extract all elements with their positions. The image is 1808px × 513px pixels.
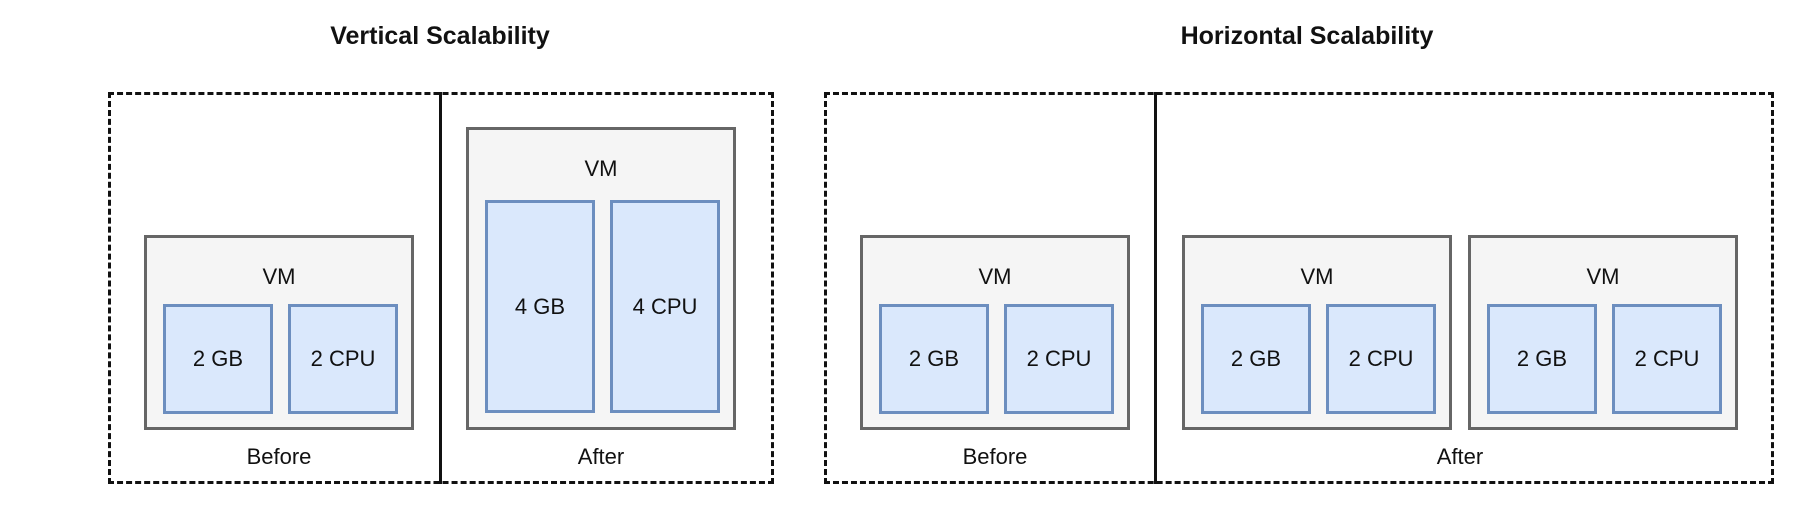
- vertical-before-vm: VM 2 GB 2 CPU: [144, 235, 414, 430]
- memory-block: 2 GB: [1201, 304, 1311, 414]
- memory-block: 2 GB: [879, 304, 989, 414]
- vm-label: VM: [978, 264, 1012, 289]
- vm-label: VM: [1300, 264, 1334, 289]
- horizontal-scalability-title: Horizontal Scalability: [1180, 22, 1434, 50]
- vertical-after-vm: VM 4 GB 4 CPU: [466, 127, 736, 430]
- vm-label: VM: [262, 264, 296, 289]
- vertical-before-caption: Before: [246, 444, 312, 469]
- horizontal-before-vm: VM 2 GB 2 CPU: [860, 235, 1130, 430]
- memory-block: 4 GB: [485, 200, 595, 413]
- horizontal-scalability-frame: [824, 92, 1774, 484]
- cpu-block: 2 CPU: [288, 304, 398, 414]
- cpu-block: 2 CPU: [1326, 304, 1436, 414]
- cpu-block: 2 CPU: [1612, 304, 1722, 414]
- vertical-scalability-title: Vertical Scalability: [330, 22, 550, 50]
- horizontal-before-after-divider: [1154, 92, 1157, 484]
- horizontal-after-vm-2: VM 2 GB 2 CPU: [1468, 235, 1738, 430]
- horizontal-after-caption: After: [1436, 444, 1484, 469]
- vm-label: VM: [1586, 264, 1620, 289]
- horizontal-after-vm-1: VM 2 GB 2 CPU: [1182, 235, 1452, 430]
- memory-block: 2 GB: [163, 304, 273, 414]
- horizontal-before-caption: Before: [962, 444, 1028, 469]
- cpu-block: 4 CPU: [610, 200, 720, 413]
- cpu-block: 2 CPU: [1004, 304, 1114, 414]
- vm-label: VM: [584, 156, 618, 181]
- memory-block: 2 GB: [1487, 304, 1597, 414]
- vertical-before-after-divider: [439, 92, 442, 484]
- vertical-after-caption: After: [577, 444, 625, 469]
